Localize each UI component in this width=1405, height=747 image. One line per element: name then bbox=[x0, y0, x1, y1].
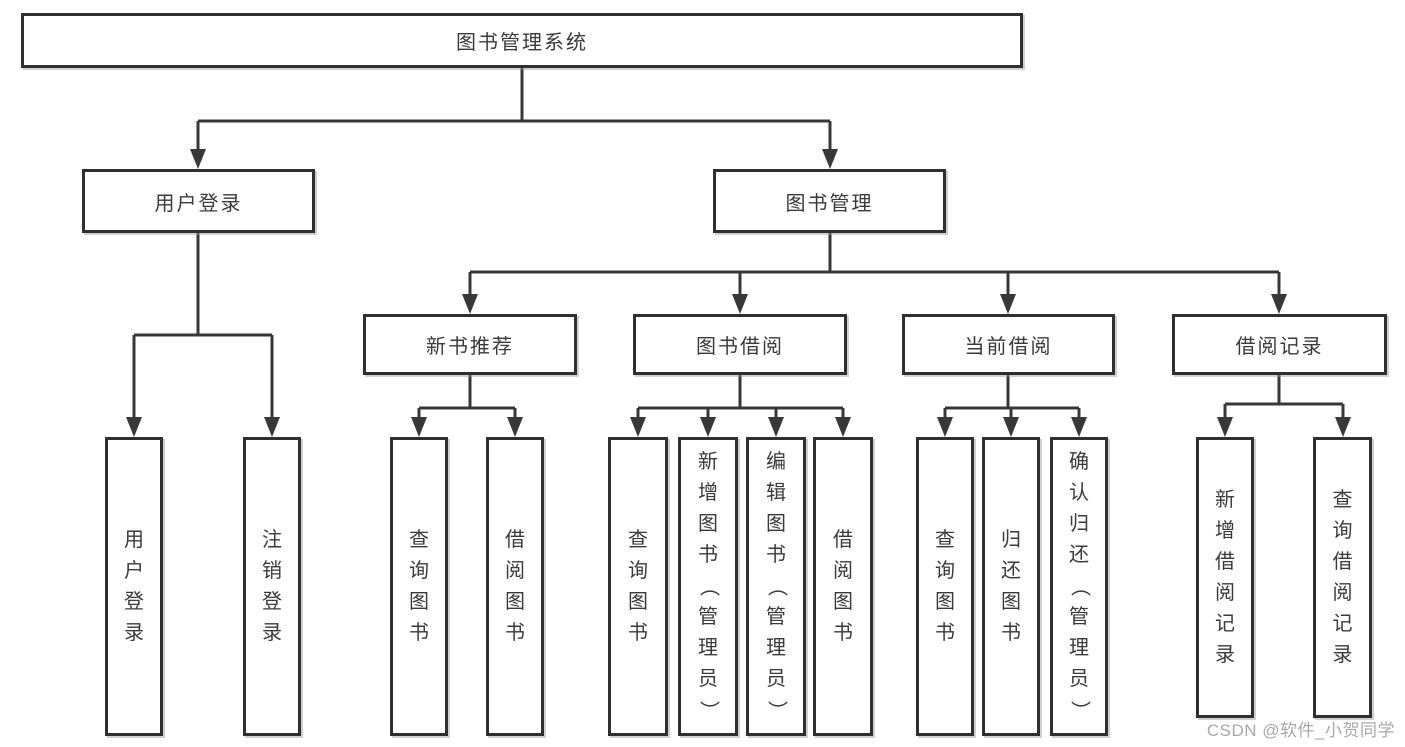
node-current-borrowing: 当前借阅 bbox=[902, 314, 1115, 375]
node-add-books-admin: 新增图书（管理员） bbox=[678, 437, 738, 736]
node-return-books: 归还图书 bbox=[982, 437, 1040, 736]
csdn-watermark: CSDN @软件_小贺同学 bbox=[1206, 721, 1395, 740]
node-edit-books-admin: 编辑图书（管理员） bbox=[746, 437, 806, 736]
node-add-borrow-record: 新增借阅记录 bbox=[1196, 437, 1254, 718]
node-borrow-books-recommend: 借阅图书 bbox=[486, 437, 544, 736]
node-logout-function: 注销登录 bbox=[243, 437, 301, 736]
node-book-management-branch: 图书管理 bbox=[713, 169, 946, 233]
node-borrowing-records: 借阅记录 bbox=[1172, 314, 1387, 375]
node-confirm-return-admin: 确认归还（管理员） bbox=[1050, 437, 1108, 736]
node-borrow-books-borrowing: 借阅图书 bbox=[813, 437, 873, 736]
node-system-title: 图书管理系统 bbox=[21, 13, 1023, 68]
node-new-book-recommendation: 新书推荐 bbox=[363, 314, 577, 375]
node-user-login-function: 用户登录 bbox=[105, 437, 163, 736]
node-user-login-branch: 用户登录 bbox=[82, 169, 315, 233]
node-query-books-borrowing: 查询图书 bbox=[608, 437, 668, 736]
node-book-borrowing: 图书借阅 bbox=[633, 314, 847, 375]
node-query-books-current: 查询图书 bbox=[916, 437, 974, 736]
node-query-books-recommend: 查询图书 bbox=[390, 437, 448, 736]
node-query-borrow-record: 查询借阅记录 bbox=[1313, 437, 1372, 718]
